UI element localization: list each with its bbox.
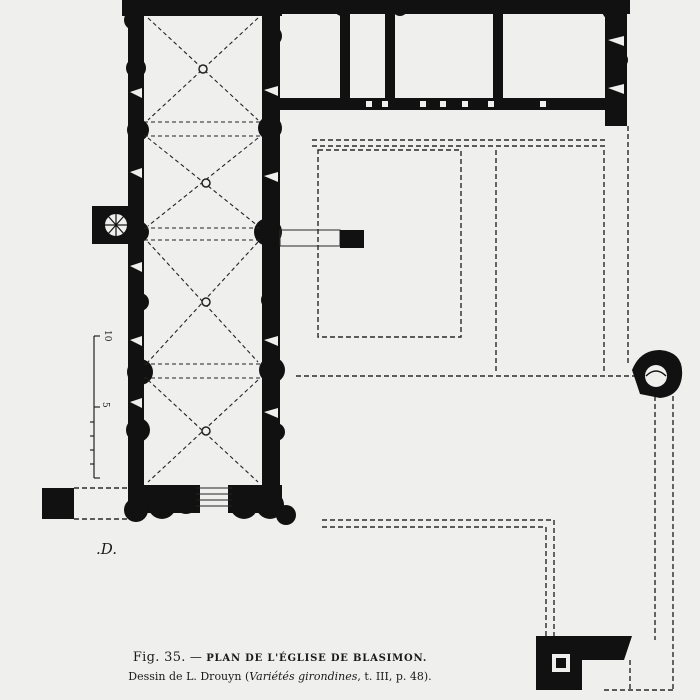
top-wall [122,0,282,16]
nave-annex [279,229,364,248]
east-range-building [280,0,630,126]
figure-number: Fig. 35. [132,650,186,665]
artist-monogram: .D. [96,540,118,558]
caption-dash: — [185,650,207,664]
west-porch-pier [42,488,74,519]
east-turret [632,350,683,398]
scale-label-mid: 5 [100,402,110,408]
vault-ribs [144,17,262,483]
nave-walls [122,0,296,525]
cloister-dashed-outlines [74,126,674,691]
west-doorway-steps [196,487,232,507]
credit-prefix: Dessin de L. Drouyn ( [128,670,250,683]
credit-suffix: , t. III, p. 48). [357,670,432,683]
figure-credit: Dessin de L. Drouyn (Variétés girondines… [0,670,560,683]
scale-label-top: 10 [102,330,112,342]
south-east-structure [536,636,632,690]
figure-caption: Fig. 35. — PLAN DE L'ÉGLISE DE BLASIMON. [0,650,560,665]
scale-bar [90,335,100,479]
figure-title: PLAN DE L'ÉGLISE DE BLASIMON. [206,653,428,664]
credit-work-title: Variétés girondines [249,670,358,683]
vault-keystones [198,64,211,436]
stair-turret [92,206,132,244]
